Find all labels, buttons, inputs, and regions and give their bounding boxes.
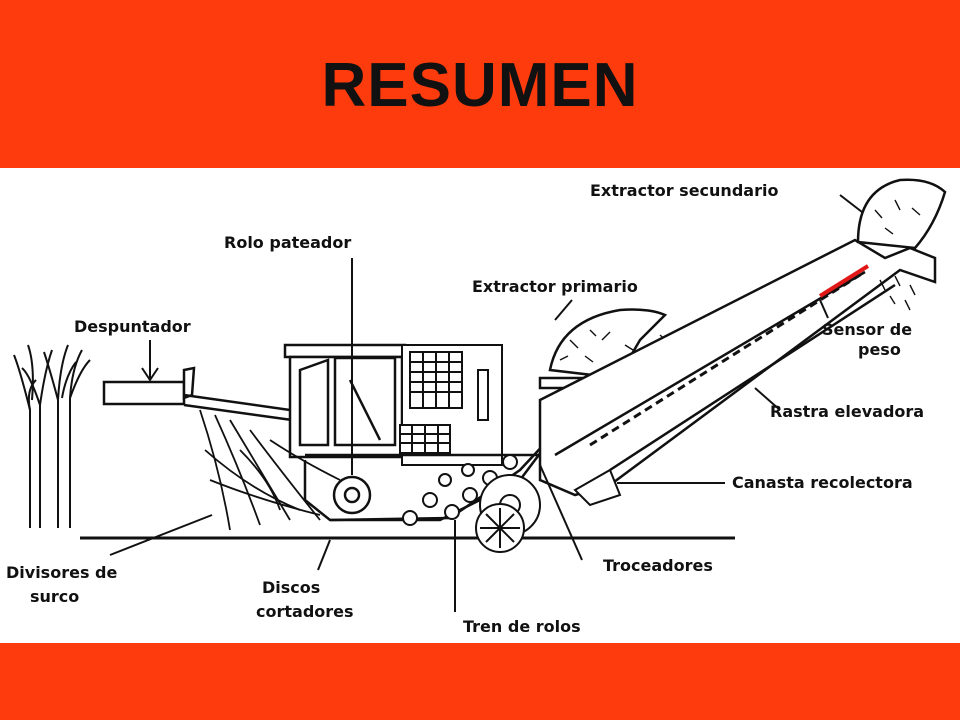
cabin [283, 343, 407, 459]
title-band [0, 0, 960, 168]
harvester-diagram: Extractor secundario Rolo pateador Extra… [6, 178, 947, 636]
label-canasta-recolectora: Canasta recolectora [732, 473, 913, 492]
label-troceadores: Troceadores [603, 556, 713, 575]
engine-grille [399, 344, 503, 466]
chopper-wheel [475, 474, 541, 553]
label-extractor-primario: Extractor primario [472, 277, 638, 296]
cane-flow [199, 409, 341, 531]
label-sensor-line1: Sensor de [822, 320, 912, 339]
leader-lines [109, 194, 863, 612]
collection-basket [573, 468, 622, 507]
kicker-roller [332, 475, 372, 515]
weight-sensor [818, 264, 870, 298]
label-divisores-line1: Divisores de [6, 563, 117, 582]
label-discos-line1: Discos [262, 578, 320, 597]
label-rastra-elevadora: Rastra elevadora [770, 402, 924, 421]
page-title: RESUMEN [321, 51, 639, 120]
label-despuntador: Despuntador [74, 317, 191, 336]
label-discos-line2: cortadores [256, 602, 354, 621]
elevator [538, 238, 937, 497]
secondary-extractor-debris [874, 199, 921, 311]
sugarcane-stalks [13, 344, 91, 528]
footer-band [0, 643, 960, 720]
topper-arm [102, 366, 293, 422]
label-divisores-line2: surco [30, 587, 79, 606]
label-extractor-secundario: Extractor secundario [590, 181, 778, 200]
label-rolo-pateador: Rolo pateador [224, 233, 351, 252]
label-tren-de-rolos: Tren de rolos [463, 617, 581, 636]
roller-train [402, 454, 518, 526]
label-sensor-line2: peso [858, 340, 901, 359]
elevator-load [589, 273, 861, 447]
secondary-extractor [856, 178, 947, 250]
